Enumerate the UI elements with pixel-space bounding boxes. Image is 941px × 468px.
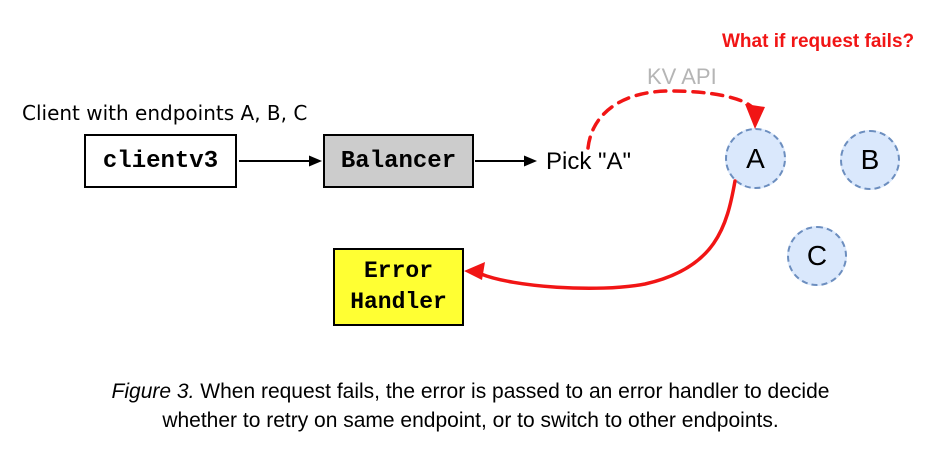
endpoint-b-label: B: [860, 144, 880, 175]
balancer-node-label: Balancer: [340, 147, 457, 175]
error-handler-label-line1: Error: [363, 258, 433, 284]
caption-line2: whether to retry on same endpoint, or to…: [162, 409, 779, 432]
client-endpoints-note: Client with endpoints A, B, C: [22, 101, 308, 125]
pick-a-label: Pick "A": [546, 148, 632, 175]
arrowhead-balancer-to-pick: [524, 155, 537, 167]
endpoint-circle-a: A: [725, 128, 786, 189]
caption-line1: When request fails, the error is passed …: [200, 380, 830, 403]
figure-caption: Figure 3. When request fails, the error …: [0, 377, 941, 435]
clientv3-node-label: clientv3: [102, 147, 219, 175]
balancer-node: Balancer: [323, 134, 474, 188]
endpoint-a-label: A: [746, 142, 765, 174]
clientv3-node: clientv3: [84, 134, 237, 188]
dashed-request-curve: [586, 89, 755, 150]
endpoint-circle-c: C: [787, 226, 847, 286]
arrowhead-request-to-endpoint-a: [745, 104, 765, 129]
endpoint-circle-b: B: [840, 130, 900, 190]
kv-api-label: KV API: [647, 64, 717, 89]
arrowhead-error-to-handler: [464, 262, 485, 280]
endpoint-c-label: C: [806, 240, 828, 271]
figure-number: Figure 3.: [111, 380, 195, 403]
question-annotation: What if request fails?: [722, 31, 915, 52]
error-handler-label-line2: Handler: [350, 289, 447, 315]
error-handler-node: Error Handler: [333, 248, 464, 326]
error-curve: [479, 179, 737, 291]
arrowhead-client-to-balancer: [309, 155, 322, 167]
